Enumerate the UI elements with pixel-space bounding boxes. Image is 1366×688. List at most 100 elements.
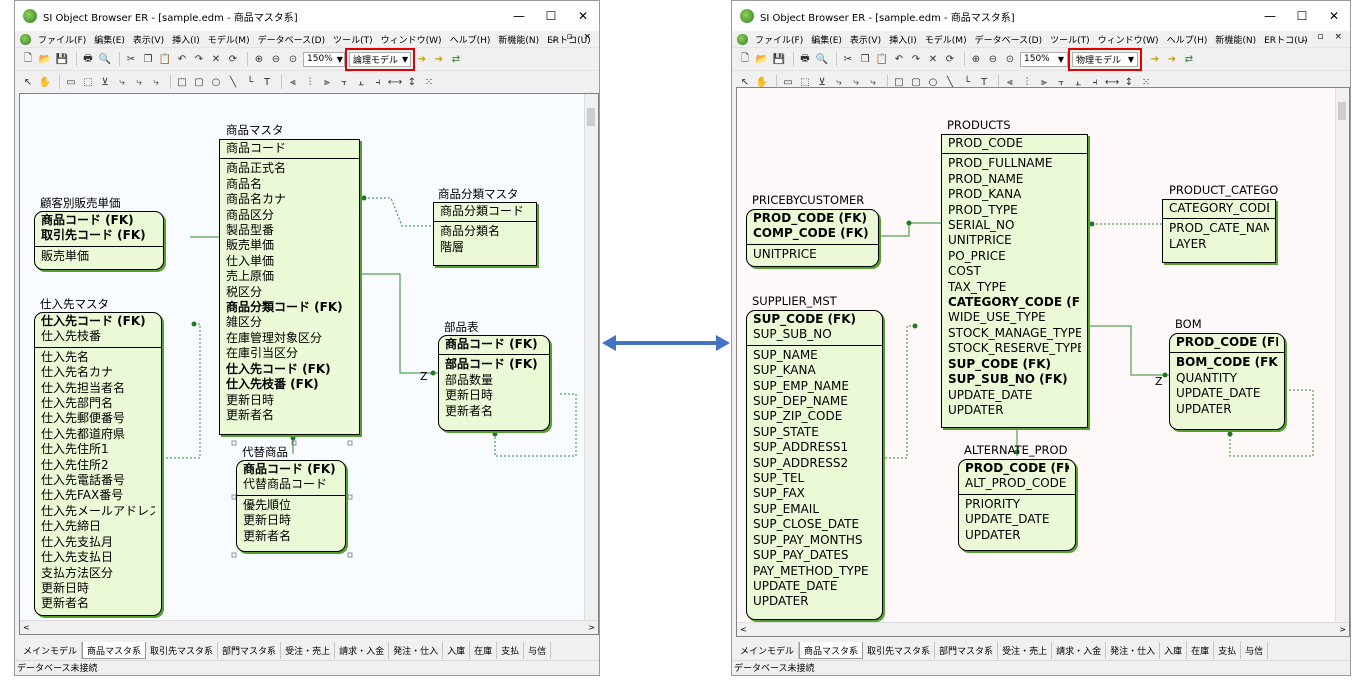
paste-icon[interactable]: 📋 (158, 53, 172, 65)
entity-shiiresaki[interactable]: 仕入先コード (FK)仕入先枝番仕入先名仕入先名カナ仕入先担当者名仕入先部門名仕… (34, 312, 162, 616)
attribute[interactable]: 支払方法区分 (41, 565, 114, 580)
horizontal-scrollbar[interactable]: <> (20, 620, 598, 634)
key-attribute[interactable]: 商品分類コード (440, 204, 525, 218)
menu-file[interactable]: ファイル(F) (755, 35, 804, 46)
attribute[interactable]: UPDATER (965, 527, 1021, 542)
tab-10[interactable]: 与信 (524, 642, 552, 659)
non-id-relation-icon[interactable]: ⤷ (853, 76, 859, 88)
menu-window[interactable]: ウィンドウ(W) (380, 35, 442, 46)
attribute[interactable]: SUP_STATE (753, 424, 819, 439)
attribute[interactable]: 優先順位 (243, 497, 292, 512)
attribute[interactable]: 仕入先電話番号 (41, 473, 126, 488)
attribute[interactable]: 仕入先支払月 (41, 534, 114, 549)
rounded-rect-icon[interactable]: ▢ (194, 76, 204, 88)
ellipse-icon[interactable]: ○ (211, 76, 221, 88)
print-preview-icon[interactable]: 🔍 (98, 53, 112, 65)
attribute[interactable]: 更新者名 (445, 403, 494, 418)
view-icon[interactable]: ⬚ (83, 76, 93, 88)
key-attribute[interactable]: 商品コード (FK) (41, 213, 134, 227)
diagram-canvas[interactable]: Z 商品マスタ 商品コード商品正式名商品名商品名カナ商品区分製品型番販売単価仕入… (19, 93, 599, 635)
tab-2[interactable]: 取引先マスタ系 (863, 642, 936, 659)
elbow-line-icon[interactable]: └ (246, 76, 254, 88)
pointer-icon[interactable]: ↖ (23, 76, 33, 88)
same-height-icon[interactable]: ↕ (407, 76, 417, 88)
attribute[interactable]: SUP_FAX (753, 486, 805, 501)
mdi-buttons[interactable]: _ ▫ × (1302, 32, 1346, 42)
menu-view[interactable]: 表示(V) (132, 35, 165, 46)
align-bottom-icon[interactable]: ⫞ (375, 76, 381, 88)
same-width-icon[interactable]: ⟷ (1104, 76, 1120, 88)
menu-er[interactable]: ERトコ(U) (547, 35, 591, 46)
attribute[interactable]: PROD_FULLNAME (948, 156, 1053, 171)
attribute[interactable]: 商品名カナ (226, 192, 287, 207)
scroll-left-icon[interactable]: < (740, 625, 747, 634)
zoom-select[interactable]: 150%▼ (303, 51, 345, 67)
tab-10[interactable]: 与信 (1241, 642, 1269, 659)
copy-icon[interactable]: ❐ (860, 53, 870, 65)
open-folder-icon[interactable]: 📂 (38, 53, 52, 65)
menu-help[interactable]: ヘルプ(H) (449, 35, 491, 46)
tab-4[interactable]: 受注・売上 (998, 642, 1053, 659)
align-top-icon[interactable]: ⫟ (1057, 76, 1065, 88)
key-attribute[interactable]: SUP_SUB_NO (753, 327, 832, 342)
tab-0[interactable]: メインモデル (736, 642, 800, 659)
zoom-out-icon[interactable]: ⊖ (988, 53, 998, 65)
attribute[interactable]: TAX_TYPE (948, 279, 1007, 294)
key-attribute[interactable]: 代替商品コード (243, 477, 328, 492)
attribute[interactable]: PO_PRICE (948, 248, 1006, 263)
attribute[interactable]: 仕入先都道府県 (41, 426, 126, 441)
key-attribute[interactable]: 仕入先コード (FK) (41, 314, 146, 328)
tab-4[interactable]: 受注・売上 (281, 642, 336, 659)
attribute[interactable]: 商品区分 (226, 207, 275, 222)
menu-help[interactable]: ヘルプ(H) (1166, 35, 1208, 46)
attribute[interactable]: 売上原価 (226, 269, 275, 284)
maximize-button[interactable]: ☐ (1296, 9, 1308, 23)
attribute[interactable]: SERIAL_NO (948, 218, 1015, 233)
many-relation-icon[interactable]: ⤷ (870, 76, 876, 88)
key-attribute[interactable]: ALT_PROD_CODE (965, 476, 1067, 491)
attribute[interactable]: SUP_ADDRESS2 (753, 455, 849, 470)
print-icon[interactable]: 🖶 (83, 52, 93, 64)
key-attribute[interactable]: 仕入先枝番 (41, 329, 102, 344)
entity-pricebycustomer[interactable]: PROD_CODE (FK)COMP_CODE (FK)UNITPRICE (746, 209, 879, 267)
elbow-line-icon[interactable]: └ (963, 76, 971, 88)
hand-icon[interactable]: ✋ (755, 76, 769, 88)
key-attribute[interactable]: 商品コード (FK) (445, 337, 538, 351)
pointer-icon[interactable]: ↖ (740, 76, 750, 88)
entity-daitai[interactable]: 商品コード (FK)代替商品コード優先順位更新日時更新者名 (236, 460, 346, 552)
attribute[interactable]: 税区分 (226, 284, 263, 299)
attribute[interactable]: BOM_CODE (FK) (1176, 355, 1278, 370)
same-height-icon[interactable]: ↕ (1124, 76, 1134, 88)
entity-icon[interactable]: ▭ (783, 76, 793, 88)
align-middle-icon[interactable]: ⫠ (1074, 76, 1082, 88)
key-attribute[interactable]: COMP_CODE (FK) (753, 226, 869, 241)
attribute[interactable]: SUP_SUB_NO (FK) (948, 372, 1068, 387)
export-icon[interactable]: ➔ (1167, 53, 1177, 65)
entity-bom[interactable]: PROD_CODE (FK)BOM_CODE (FK)QUANTITYUPDAT… (1169, 333, 1285, 430)
grid-icon[interactable]: ⁙ (1141, 76, 1151, 88)
attribute[interactable]: SUP_CLOSE_DATE (753, 517, 860, 532)
align-center-icon[interactable]: ⫶ (1025, 76, 1029, 88)
attribute[interactable]: 販売単価 (41, 248, 90, 263)
tab-1[interactable]: 商品マスタ系 (82, 642, 147, 659)
menu-view[interactable]: 表示(V) (849, 35, 882, 46)
scroll-right-icon[interactable]: > (1339, 625, 1346, 634)
delete-icon[interactable]: ✕ (211, 53, 221, 65)
horizontal-scrollbar[interactable]: <> (737, 622, 1349, 636)
attribute[interactable]: SUP_EMAIL (753, 501, 820, 516)
attribute[interactable]: SUP_NAME (753, 347, 818, 362)
title-bar[interactable]: SI Object Browser ER - [sample.edm - 商品マ… (732, 1, 1350, 31)
attribute[interactable]: 仕入先支払日 (41, 550, 114, 565)
zoom-fit-icon[interactable]: ⊙ (1005, 53, 1015, 65)
attribute[interactable]: 更新者名 (243, 528, 292, 543)
tab-7[interactable]: 入庫 (1160, 642, 1188, 659)
key-attribute[interactable]: PROD_CODE (FK) (965, 461, 1069, 475)
menu-tools[interactable]: ツール(T) (333, 35, 373, 46)
attribute[interactable]: 仕入先名カナ (41, 365, 114, 380)
menu-edit[interactable]: 編集(E) (94, 35, 125, 46)
attribute[interactable]: SUP_EMP_NAME (753, 378, 849, 393)
refresh-icon[interactable]: ⟳ (228, 53, 238, 65)
attribute[interactable]: 仕入先FAX番号 (41, 488, 124, 503)
attribute[interactable]: 仕入先コード (FK) (226, 361, 331, 376)
